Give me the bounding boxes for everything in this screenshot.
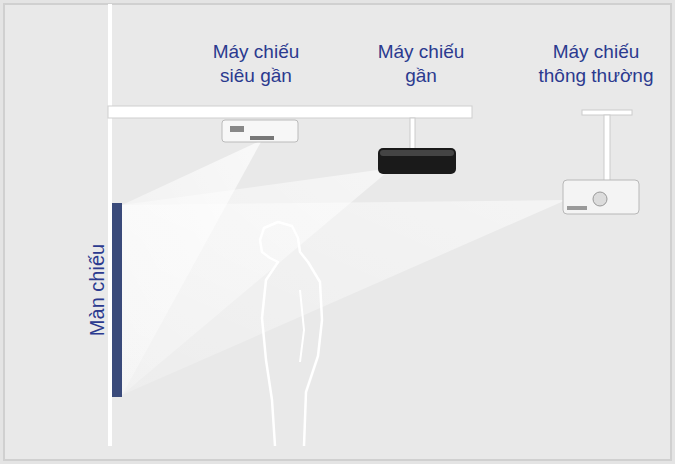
mount-plate <box>582 110 632 115</box>
normal-projector <box>563 180 639 214</box>
projector-label: Máy chiếu gần <box>371 40 471 88</box>
person-arm <box>300 290 304 362</box>
projector-detail <box>567 206 587 210</box>
ultra-short-projector <box>222 120 298 142</box>
projector-detail <box>380 150 454 156</box>
background <box>4 4 671 460</box>
projection-screen <box>112 203 122 397</box>
projector-label: Máy chiếu siêu gần <box>200 40 312 88</box>
projector-lens <box>250 136 274 140</box>
screen-label: Màn chiếu <box>85 244 109 336</box>
mount-pole <box>604 115 610 181</box>
projector-label: Máy chiếu thông thường <box>531 40 661 88</box>
person-outline <box>260 222 322 446</box>
wall <box>108 4 112 446</box>
short-projector <box>378 148 456 174</box>
projector-detail <box>230 126 244 132</box>
ceiling-bar <box>108 106 472 118</box>
projector-lens <box>593 192 607 206</box>
light-beam <box>122 200 566 395</box>
mount-pole <box>410 118 415 150</box>
